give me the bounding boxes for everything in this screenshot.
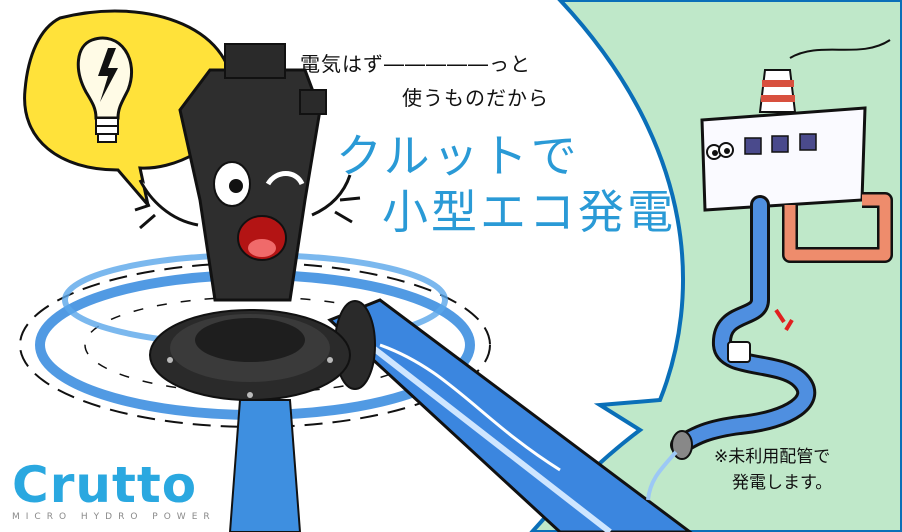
pipe-joint bbox=[727, 341, 751, 363]
lightbulb-bubble bbox=[23, 9, 234, 206]
pipe-outlet bbox=[671, 430, 693, 460]
spark-mark bbox=[774, 308, 794, 332]
headline-line-2: 小型エコ発電 bbox=[382, 185, 676, 239]
lightbulb-icon bbox=[76, 36, 134, 143]
crutto-logo: Crutto MICRO HYDRO POWER bbox=[12, 460, 216, 522]
note-line-1: ※未利用配管で bbox=[714, 447, 831, 467]
headline-line-1: クルットで bbox=[336, 129, 580, 183]
main-pipe bbox=[327, 298, 693, 532]
water-downflow bbox=[228, 399, 302, 532]
crutto-turbine-character bbox=[134, 43, 361, 302]
logo-wordmark: Crutto bbox=[12, 456, 198, 514]
logo-subtitle: MICRO HYDRO POWER bbox=[12, 512, 216, 522]
note-line-2: 発電します。 bbox=[732, 473, 833, 493]
turbine-base bbox=[149, 309, 351, 401]
tagline-line-2: 使うものだから bbox=[402, 86, 549, 110]
tagline-line-1: 電気はず―――――っと bbox=[300, 52, 531, 76]
